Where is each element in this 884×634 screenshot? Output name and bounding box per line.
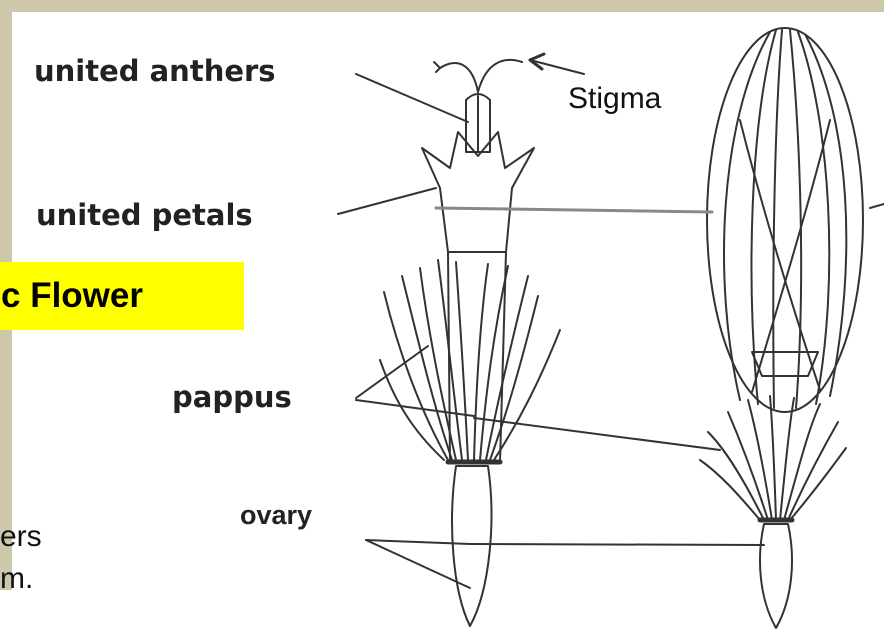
- label-pappus: pappus: [172, 380, 292, 414]
- label-united-petals: united petals: [36, 198, 253, 232]
- label-stigma: Stigma: [568, 82, 661, 116]
- body-text-line-2: m.: [0, 562, 33, 596]
- ray-floret-right: [700, 28, 863, 628]
- label-united-anthers: united anthers: [34, 54, 276, 88]
- slide-title: c Flower: [0, 262, 244, 330]
- leader-lines: [338, 54, 884, 588]
- label-ovary: ovary: [240, 500, 312, 531]
- body-text-line-1: ers: [0, 520, 42, 554]
